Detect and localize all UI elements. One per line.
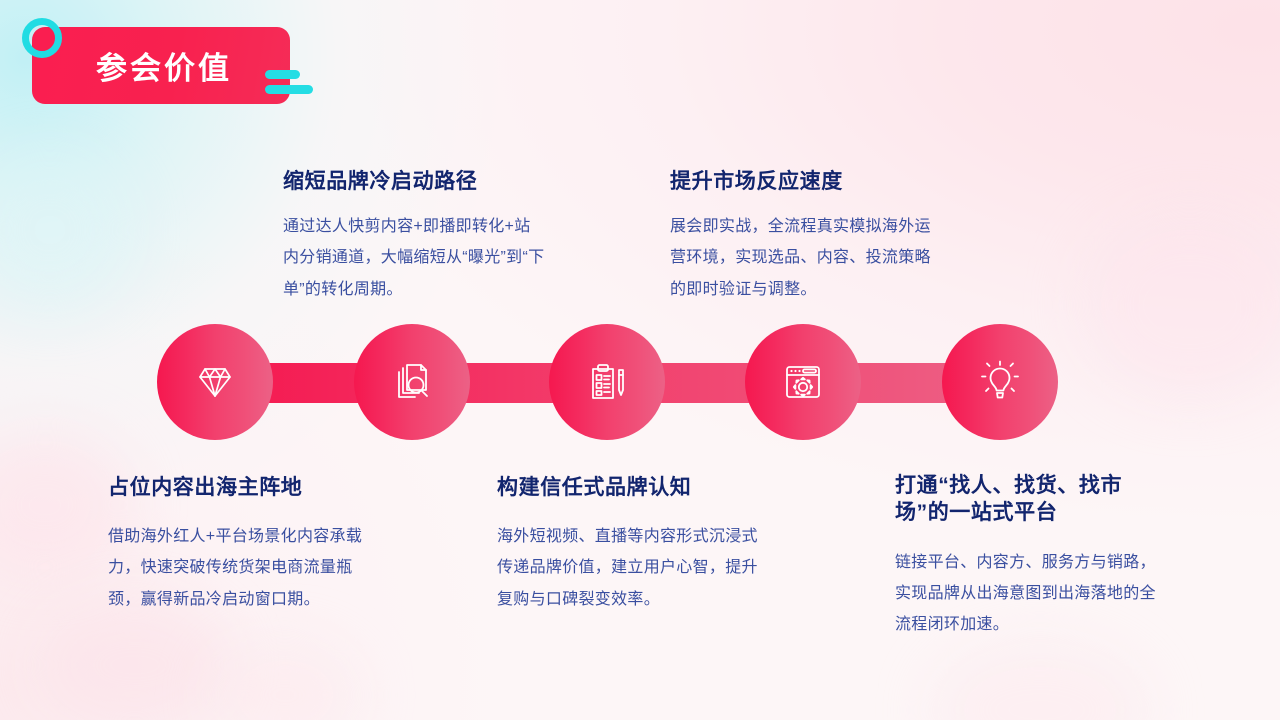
- value-card-bottom-1: 占位内容出海主阵地 借助海外红人+平台场景化内容承载力，快速突破传统货架电商流量…: [108, 474, 376, 615]
- value-card-body: 借助海外红人+平台场景化内容承载力，快速突破传统货架电商流量瓶颈，赢得新品冷启动…: [108, 528, 363, 608]
- section-header-badge: 参会价值: [0, 0, 340, 130]
- value-card-body: 链接平台、内容方、服务方与销路，实现品牌从出海意图到出海落地的全流程闭环加速。: [895, 553, 1156, 633]
- value-card-title: 提升市场反应速度: [670, 170, 843, 193]
- decorative-blob: [0, 150, 130, 310]
- value-card-title: 打通“找人、找货、找市场”的一站式平台: [895, 474, 1123, 525]
- dash-long-icon: [265, 85, 313, 94]
- decorative-blob: [40, 600, 230, 720]
- value-card-title: 构建信任式品牌认知: [497, 476, 692, 499]
- dash-short-icon: [265, 70, 300, 79]
- value-card-top-1: 缩短品牌冷启动路径 通过达人快剪内容+即播即转化+站内分销通道，大幅缩短从“曝光…: [283, 168, 545, 305]
- circle-outline-icon: [22, 18, 62, 58]
- badge-plate: [32, 27, 290, 104]
- value-card-title: 占位内容出海主阵地: [108, 476, 303, 499]
- decorative-blob: [1080, 210, 1280, 400]
- page-title: 参会价值: [96, 51, 232, 86]
- value-card-body: 展会即实战，全流程真实模拟海外运营环境，实现选品、内容、投流策略的即时验证与调整…: [670, 218, 931, 298]
- value-card-bottom-3: 打通“找人、找货、找市场”的一站式平台 链接平台、内容方、服务方与销路，实现品牌…: [895, 472, 1157, 640]
- value-card-bottom-2: 构建信任式品牌认知 海外短视频、直播等内容形式沉浸式传递品牌价值，建立用户心智，…: [497, 474, 765, 615]
- chain-shape: [157, 324, 1058, 440]
- value-card-top-2: 提升市场反应速度 展会即实战，全流程真实模拟海外运营环境，实现选品、内容、投流策…: [670, 168, 932, 305]
- value-card-body: 海外短视频、直播等内容形式沉浸式传递品牌价值，建立用户心智，提升复购与口碑裂变效…: [497, 528, 758, 608]
- decorative-blob: [930, 640, 1150, 720]
- decorative-blob: [210, 640, 360, 720]
- value-card-title: 缩短品牌冷启动路径: [283, 170, 478, 193]
- value-card-body: 通过达人快剪内容+即播即转化+站内分销通道，大幅缩短从“曝光”到“下单”的转化周…: [283, 218, 545, 298]
- value-chain-graphic: [150, 318, 1065, 448]
